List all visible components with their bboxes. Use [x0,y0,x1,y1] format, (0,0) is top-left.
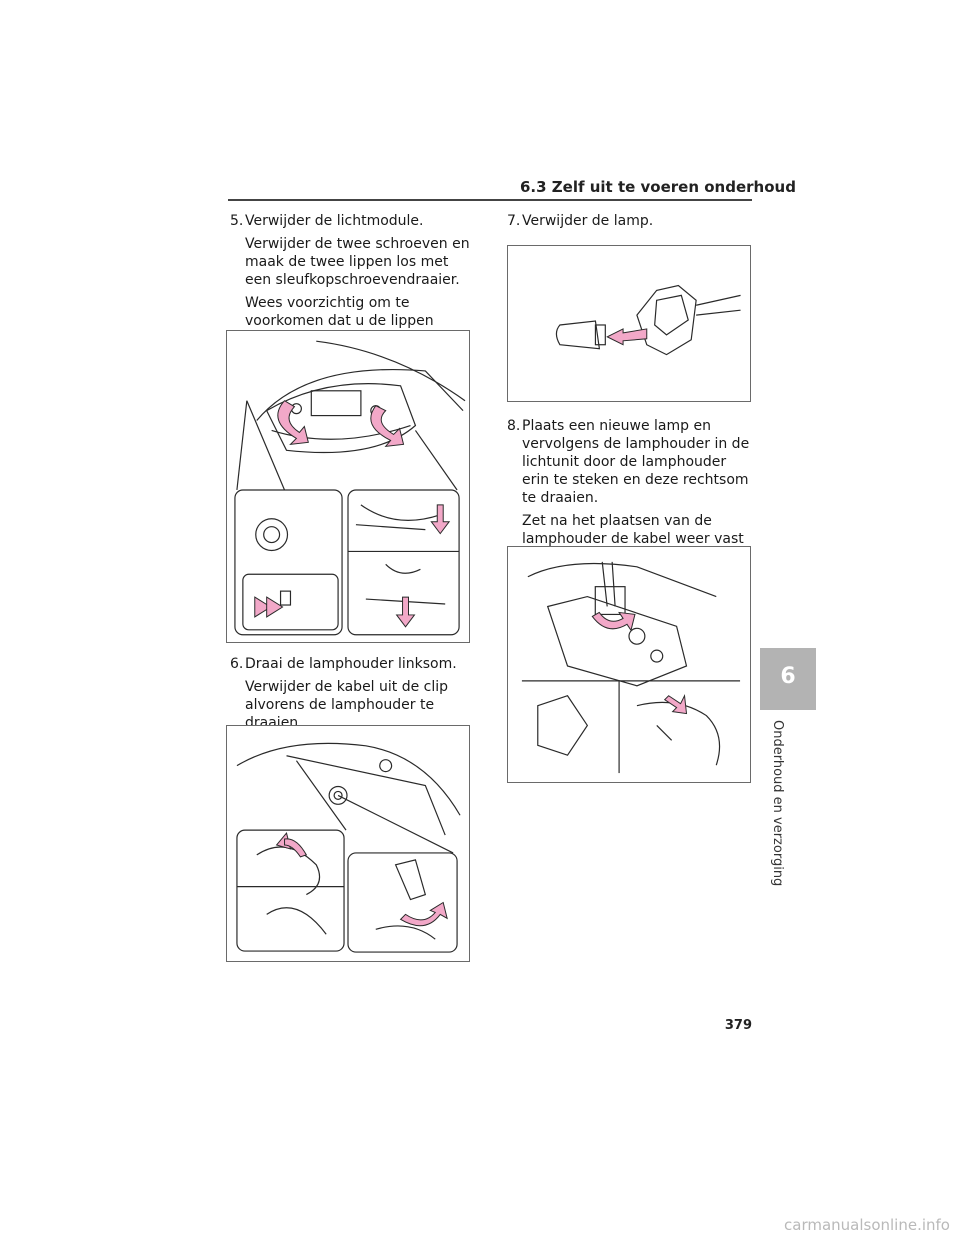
section-header-title: 6.3 Zelf uit te voeren onderhoud [520,178,796,196]
step-6-detail-1: Verwijder de kabel uit de clip alvorens … [245,679,449,731]
figure-remove-light-module [226,330,470,643]
step-5-lead: Verwijder de lichtmodule. [245,213,424,229]
bulb-removal-illustration [555,284,741,356]
chapter-number: 6 [780,664,796,689]
step-6: 6. Draai de lamphouder linksom. Verwijde… [230,655,475,732]
watermark-text: carmanualsonline.info [784,1216,950,1234]
figure-install-lamp-holder [507,546,751,783]
step-7-lead: Verwijder de lamp. [522,213,654,229]
step-8: 8. Plaats een nieuwe lamp en vervolgens … [507,417,755,566]
chapter-tab [760,648,816,710]
step-6-number: 6. [230,656,244,672]
step-6-lead: Draai de lamphouder linksom. [245,656,457,672]
page-number: 379 [724,1018,752,1033]
step-5-number: 5. [230,213,244,229]
step-7-number: 7. [507,213,521,229]
light-module-illustration [234,340,466,636]
step-5-detail-1: Verwijder de twee schroeven en maak de t… [245,236,470,288]
chapter-title: Onderhoud en verzorging [770,720,785,887]
step-8-number: 8. [507,418,521,434]
step-7: 7. Verwijder de lamp. [507,212,752,230]
install-lamp-holder-illustration [521,561,741,774]
step-8-lead: Plaats een nieuwe lamp en vervolgens de … [522,418,750,506]
step-5: 5. Verwijder de lichtmodule. Verwijder d… [230,212,475,348]
figure-turn-lamp-holder [226,725,470,962]
figure-remove-bulb [507,245,751,402]
header-divider [228,199,752,201]
lamp-holder-illustration [236,742,461,953]
